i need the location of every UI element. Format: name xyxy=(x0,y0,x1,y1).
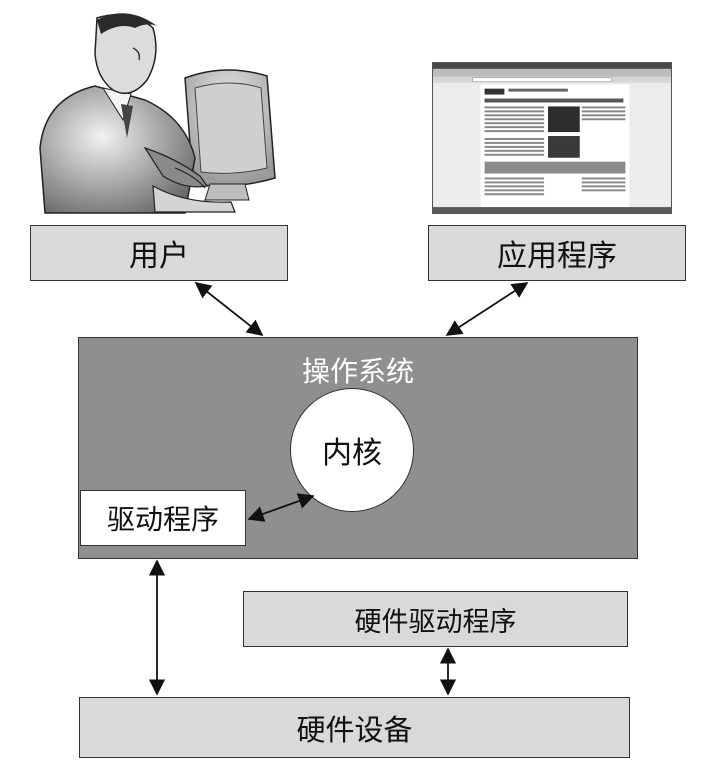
browser-window-icon xyxy=(432,62,672,214)
kernel-node: 内核 xyxy=(290,388,414,512)
application-label: 应用程序 xyxy=(497,239,617,274)
driver-label: 驱动程序 xyxy=(106,503,219,536)
application-node: 应用程序 xyxy=(428,225,686,281)
user-os-arrow xyxy=(194,281,264,337)
hardware-device-label: 硬件设备 xyxy=(296,712,413,747)
hardware-driver-label: 硬件驱动程序 xyxy=(354,606,517,638)
person-at-computer-icon xyxy=(39,13,276,214)
app-os-arrow xyxy=(445,282,529,336)
driver-node: 驱动程序 xyxy=(80,490,246,546)
hardware-driver-node: 硬件驱动程序 xyxy=(243,591,628,647)
user-label: 用户 xyxy=(129,239,189,274)
kernel-label: 内核 xyxy=(322,436,382,471)
hardware-device-node: 硬件设备 xyxy=(79,697,630,758)
operating-system-label: 操作系统 xyxy=(301,355,414,388)
user-node: 用户 xyxy=(30,225,288,281)
